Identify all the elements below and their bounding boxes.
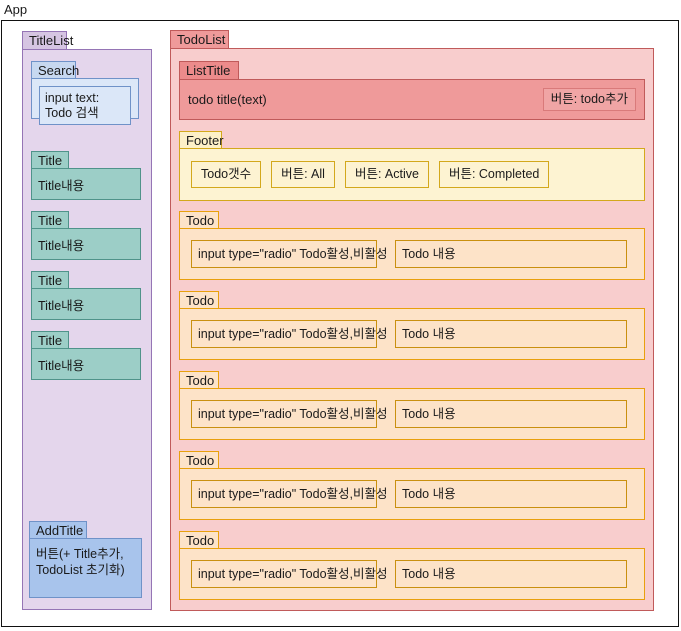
todo-radio-5[interactable]: input type="radio" Todo활성,비활성 xyxy=(191,559,388,589)
todo-row-5: input type="radio" Todo활성,비활성 Todo 내용 xyxy=(179,548,645,600)
search-tab: Search xyxy=(31,61,79,79)
todo-radio-3[interactable]: input type="radio" Todo활성,비활성 xyxy=(191,399,388,429)
todo-content-5[interactable]: Todo 내용 xyxy=(395,559,627,589)
todo-content-4[interactable]: Todo 내용 xyxy=(395,479,627,509)
title-tab-4: Title xyxy=(31,331,69,349)
title-body-3[interactable]: Title내용 xyxy=(31,288,141,320)
todo-tab-1: Todo xyxy=(179,211,219,229)
title-body-4[interactable]: Title내용 xyxy=(31,348,141,380)
todolist-tab: TodoList xyxy=(170,30,229,49)
listtitle-body: todo title(text) 버튼: todo추가 xyxy=(179,79,645,120)
todo-count-label: Todo갯수 xyxy=(191,161,262,188)
title-body-2[interactable]: Title내용 xyxy=(31,228,141,260)
app-label: App xyxy=(4,2,28,17)
todo-content-2[interactable]: Todo 내용 xyxy=(395,319,627,349)
todo-row-3: input type="radio" Todo활성,비활성 Todo 내용 xyxy=(179,388,645,440)
todo-content-1[interactable]: Todo 내용 xyxy=(395,239,627,269)
todo-tab-4: Todo xyxy=(179,451,219,469)
title-tab-2: Title xyxy=(31,211,69,229)
todo-tab-2: Todo xyxy=(179,291,219,309)
filter-active-button[interactable]: 버튼: Active xyxy=(344,161,429,188)
listtitle-text: todo title(text) xyxy=(188,92,267,107)
todo-radio-1[interactable]: input type="radio" Todo활성,비활성 xyxy=(191,239,388,269)
titlelist-tab: TitleList xyxy=(22,31,73,50)
addtitle-button[interactable]: 버튼(+ Title추가, TodoList 초기화) xyxy=(29,538,142,598)
todo-tab-5: Todo xyxy=(179,531,219,549)
filter-completed-button[interactable]: 버튼: Completed xyxy=(438,161,550,188)
todo-content-3[interactable]: Todo 내용 xyxy=(395,399,627,429)
title-body-1[interactable]: Title내용 xyxy=(31,168,141,200)
filter-all-button[interactable]: 버튼: All xyxy=(271,161,335,188)
search-input[interactable]: input text: Todo 검색 xyxy=(39,86,131,125)
todo-add-button[interactable]: 버튼: todo추가 xyxy=(542,88,636,111)
todo-row-4: input type="radio" Todo활성,비활성 Todo 내용 xyxy=(179,468,645,520)
titlelist-body xyxy=(22,49,152,610)
todo-radio-2[interactable]: input type="radio" Todo활성,비활성 xyxy=(191,319,388,349)
title-tab-3: Title xyxy=(31,271,69,289)
todo-tab-3: Todo xyxy=(179,371,219,389)
todo-radio-4[interactable]: input type="radio" Todo활성,비활성 xyxy=(191,479,388,509)
todo-row-1: input type="radio" Todo활성,비활성 Todo 내용 xyxy=(179,228,645,280)
addtitle-tab: AddTitle xyxy=(29,521,87,539)
footer-body: Todo갯수 버튼: All 버튼: Active 버튼: Completed xyxy=(179,148,645,201)
footer-tab: Footer xyxy=(179,131,224,149)
todo-row-2: input type="radio" Todo활성,비활성 Todo 내용 xyxy=(179,308,645,360)
listtitle-tab: ListTitle xyxy=(179,61,239,80)
title-tab-1: Title xyxy=(31,151,69,169)
